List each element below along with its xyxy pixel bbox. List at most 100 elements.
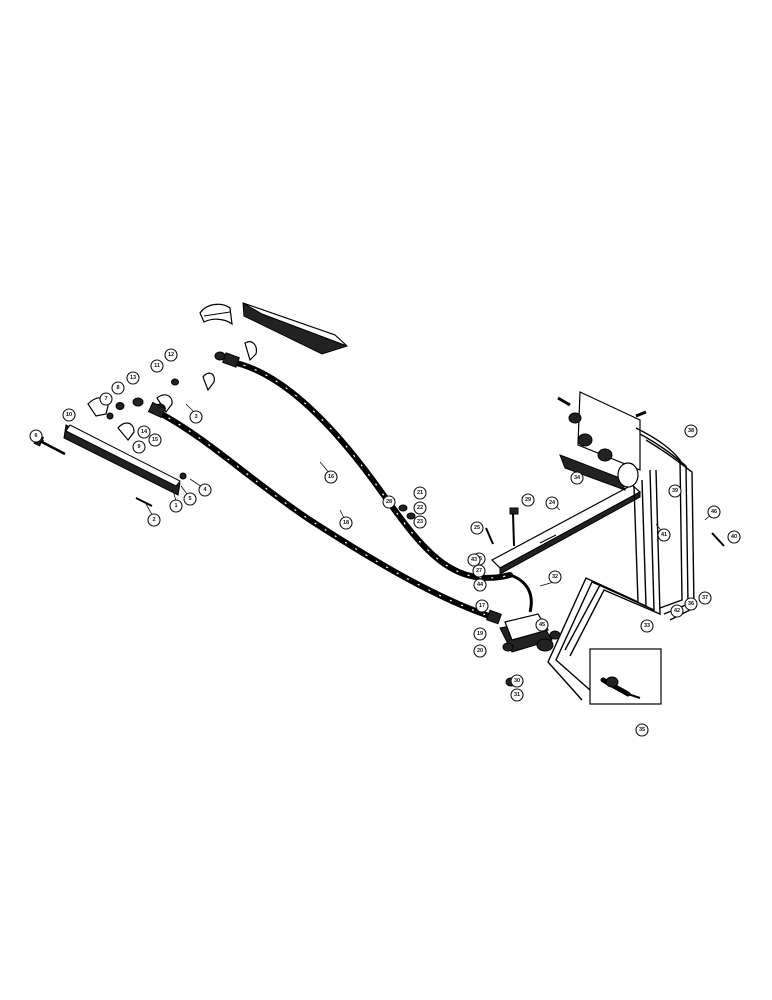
callout-4: 4 bbox=[198, 483, 212, 497]
callout-circle bbox=[473, 627, 487, 641]
callout-label: 34 bbox=[574, 475, 581, 481]
callout-circle bbox=[147, 513, 161, 527]
callout-42: 42 bbox=[670, 604, 684, 618]
callout-label: 3 bbox=[194, 414, 197, 420]
callout-6: 6 bbox=[29, 429, 43, 443]
callout-circle bbox=[132, 440, 146, 454]
hydraulic-hoses bbox=[147, 352, 533, 625]
callout-circle bbox=[727, 530, 741, 544]
callout-circle bbox=[413, 501, 427, 515]
callout-10: 10 bbox=[62, 408, 76, 422]
callout-37: 37 bbox=[698, 591, 712, 605]
callout-label: 45 bbox=[539, 622, 545, 628]
callout-7: 7 bbox=[99, 392, 113, 406]
callout-label: 29 bbox=[525, 497, 531, 503]
callout-44: 44 bbox=[473, 578, 487, 592]
callout-2: 2 bbox=[147, 513, 161, 527]
callout-circle bbox=[164, 348, 178, 362]
callout-circle bbox=[169, 499, 183, 513]
callout-label: 30 bbox=[514, 678, 520, 684]
callout-17: 17 bbox=[475, 599, 489, 613]
callout-label: 7 bbox=[104, 396, 107, 402]
callout-25: 25 bbox=[470, 521, 484, 535]
callout-33: 33 bbox=[640, 619, 654, 633]
callout-circle bbox=[62, 408, 76, 422]
callout-label: 19 bbox=[477, 631, 483, 637]
lower-valve-block bbox=[499, 613, 561, 653]
callout-circle bbox=[472, 564, 486, 578]
callout-22: 22 bbox=[413, 501, 427, 515]
callout-circle bbox=[126, 371, 140, 385]
callout-circle bbox=[189, 410, 203, 424]
callout-circle bbox=[183, 492, 197, 506]
callout-36: 36 bbox=[684, 597, 698, 611]
callout-label: 15 bbox=[152, 437, 158, 443]
callout-43: 43 bbox=[467, 553, 481, 567]
callout-label: 25 bbox=[474, 525, 480, 531]
callout-circle bbox=[137, 425, 151, 439]
callout-39: 39 bbox=[668, 484, 682, 498]
callout-circle bbox=[198, 483, 212, 497]
callout-label: 18 bbox=[343, 520, 349, 526]
callout-label: 23 bbox=[417, 519, 423, 525]
callout-circle bbox=[570, 471, 584, 485]
callout-14: 14 bbox=[137, 425, 151, 439]
callout-label: 21 bbox=[417, 490, 423, 496]
callout-21: 21 bbox=[413, 486, 427, 500]
callout-18: 18 bbox=[339, 516, 353, 530]
callout-label: 17 bbox=[479, 603, 485, 609]
callout-label: 31 bbox=[514, 692, 520, 698]
callout-label: 38 bbox=[688, 428, 694, 434]
callout-circle bbox=[535, 618, 549, 632]
callout-label: 42 bbox=[674, 608, 680, 614]
callout-circle bbox=[148, 433, 162, 447]
callout-circle bbox=[521, 493, 535, 507]
callout-30: 30 bbox=[510, 674, 524, 688]
callout-label: 46 bbox=[711, 509, 717, 515]
callout-circle bbox=[657, 528, 671, 542]
lower-bracket-plate bbox=[63, 424, 181, 496]
callout-circle bbox=[510, 674, 524, 688]
callout-label: 43 bbox=[471, 557, 477, 563]
callout-5: 5 bbox=[183, 492, 197, 506]
callout-circle bbox=[684, 424, 698, 438]
callout-13: 13 bbox=[126, 371, 140, 385]
callout-29: 29 bbox=[521, 493, 535, 507]
callout-circle bbox=[684, 597, 698, 611]
callout-circle bbox=[698, 591, 712, 605]
callout-label: 32 bbox=[552, 574, 558, 580]
callout-label: 9 bbox=[137, 444, 140, 450]
callout-circle bbox=[473, 644, 487, 658]
callout-label: 28 bbox=[386, 499, 392, 505]
upper-bracket-plate bbox=[242, 302, 348, 355]
callout-label: 6 bbox=[34, 433, 37, 439]
callout-circle bbox=[339, 516, 353, 530]
callout-circle bbox=[470, 521, 484, 535]
callout-41: 41 bbox=[657, 528, 671, 542]
callout-circle bbox=[382, 495, 396, 509]
callout-circle bbox=[640, 619, 654, 633]
control-valve-assembly bbox=[557, 391, 647, 491]
callout-label: 41 bbox=[661, 532, 667, 538]
callout-19: 19 bbox=[473, 627, 487, 641]
callout-31: 31 bbox=[510, 688, 524, 702]
callout-label: 2 bbox=[152, 517, 155, 523]
rigid-tubes bbox=[547, 427, 695, 701]
upper-clevis-bracket bbox=[199, 303, 233, 326]
callout-label: 13 bbox=[130, 375, 136, 381]
callout-9: 9 bbox=[132, 440, 146, 454]
callout-label: 40 bbox=[731, 534, 737, 540]
callout-circle bbox=[150, 359, 164, 373]
callout-40: 40 bbox=[727, 530, 741, 544]
callout-8: 8 bbox=[111, 381, 125, 395]
callout-11: 11 bbox=[150, 359, 164, 373]
callout-label: 16 bbox=[328, 474, 334, 480]
callout-circle bbox=[668, 484, 682, 498]
callout-label: 5 bbox=[188, 496, 191, 502]
callout-24: 24 bbox=[545, 496, 559, 510]
callout-34: 34 bbox=[570, 471, 584, 485]
callout-circle bbox=[324, 470, 338, 484]
callout-circle bbox=[475, 599, 489, 613]
callout-circle bbox=[29, 429, 43, 443]
